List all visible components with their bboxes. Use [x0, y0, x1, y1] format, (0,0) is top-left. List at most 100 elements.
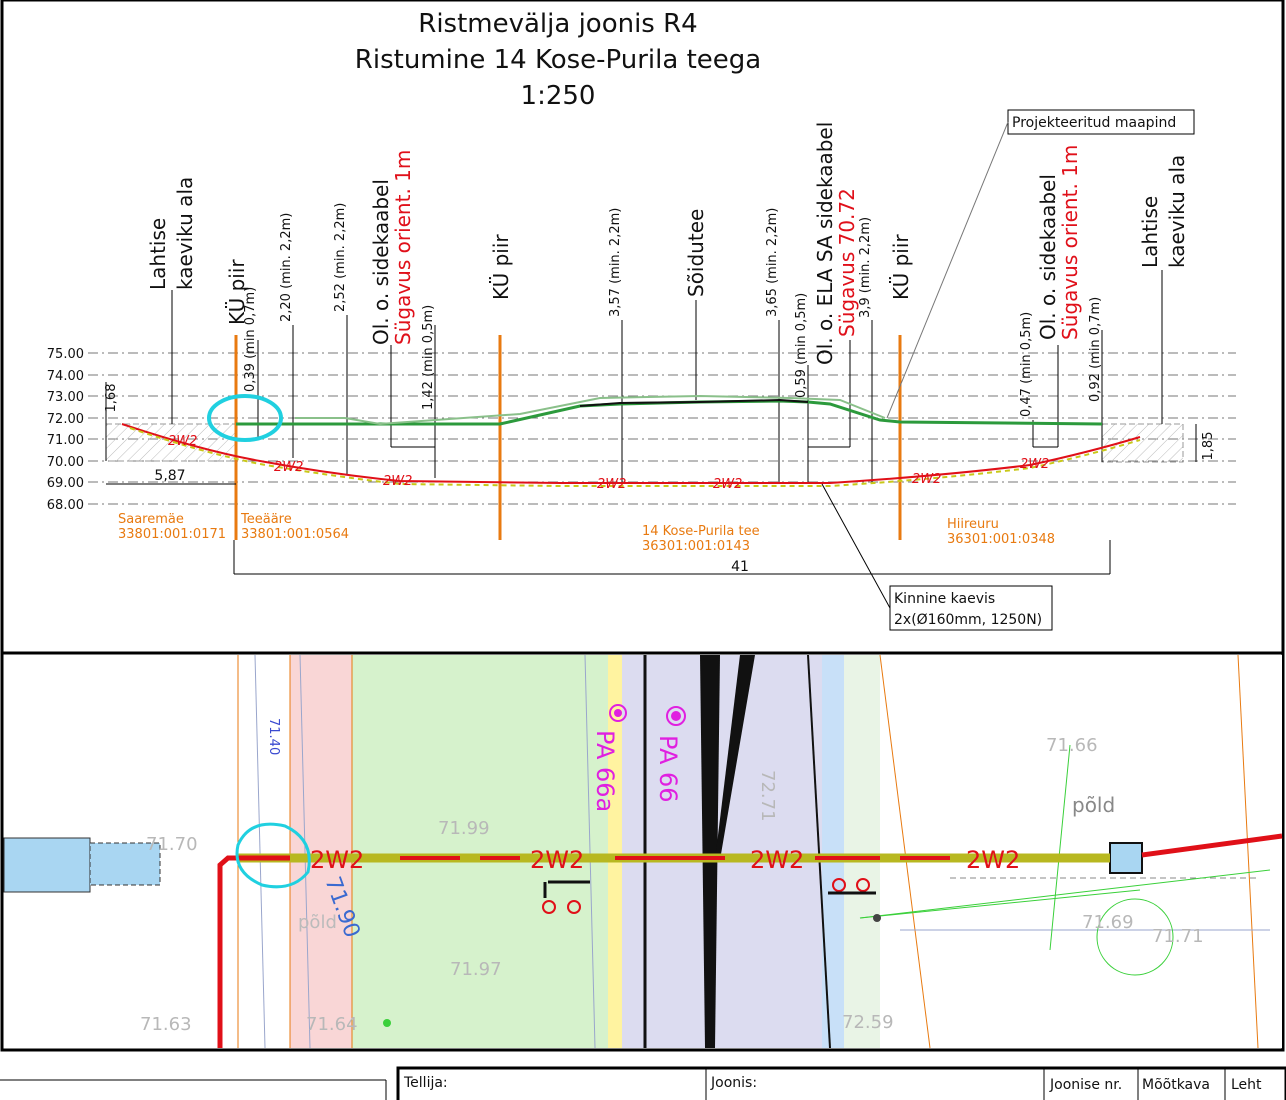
title-block-joonise-nr: Joonise nr. — [1049, 1077, 1122, 1093]
pipe-label: 2W2 — [713, 477, 742, 492]
pipe-label: 2W2 — [597, 477, 626, 492]
parcel-name: Hiireuru — [947, 517, 999, 532]
drawing-frame — [0, 0, 1285, 1052]
title-block: Tellija: Joonis: Joonise nr. Mõõtkava Le… — [0, 1066, 1286, 1100]
map-elevation: 72.59 — [842, 1012, 894, 1033]
callout-projected-box — [1007, 109, 1195, 135]
parcel-name: 14 Kose-Purila tee — [642, 524, 760, 539]
label-ku-piir-1: KÜ piir — [225, 259, 249, 325]
map-pold-right: põld — [1072, 793, 1115, 817]
label-depth-059: 0,59 (min 0,5m) — [794, 293, 809, 398]
label-lahtise-left-2: kaeviku ala — [173, 177, 197, 290]
label-sidekaabel-right: Ol. o. sidekaabel — [1036, 174, 1060, 340]
pipe-label: 2W2 — [383, 474, 412, 489]
map-elevation: 71.97 — [450, 959, 502, 980]
callout-kinnine-leader — [821, 483, 891, 609]
label-lahtise-left-1: Lahtise — [146, 218, 170, 290]
pipe-label: 2W2 — [168, 434, 197, 449]
y-tick-label: 70.00 — [47, 455, 84, 470]
y-tick-label: 72.00 — [47, 412, 84, 427]
map-pold-left: põld — [298, 912, 337, 933]
parcel-id: 36301:001:0348 — [947, 532, 1055, 547]
callout-kinnine-line1: Kinnine kaevis — [894, 591, 995, 607]
y-tick-label: 74.00 — [47, 369, 84, 384]
map-elevation: 71.71 — [1152, 926, 1204, 947]
label-sugavus-7072: Sügavus 70.72 — [835, 188, 859, 337]
y-tick-label: 71.00 — [47, 433, 84, 448]
map-elevation: 71.63 — [140, 1014, 192, 1035]
label-depth-365: 3,65 (min. 2,2m) — [765, 208, 780, 317]
parcel-labels: Saaremäe 33801:001:0171 Teeääre 33801:00… — [118, 512, 1055, 554]
pipe-label: 2W2 — [1020, 457, 1049, 472]
parcel-name: Saaremäe — [118, 512, 184, 527]
label-depth-142: 1,42 (min 0,5m) — [421, 305, 436, 410]
label-depth-092: 0,92 (min 0,7m) — [1088, 297, 1103, 402]
plan-map: 2W2 2W2 2W2 2W2 PA 66a PA 66 71.66 — [3, 654, 1283, 1049]
highlight-circle-profile — [207, 394, 283, 442]
vertical-labels: Lahtise kaeviku ala KÜ piir 0,39 (min 0,… — [146, 122, 1189, 417]
leader-lines — [171, 270, 1163, 482]
label-sidekaabel-left: Ol. o. sidekaabel — [369, 179, 393, 345]
map-elevation: 71.66 — [1046, 735, 1098, 756]
open-trench-right — [1101, 423, 1184, 463]
callout-projected-text: Projekteeritud maapind — [1012, 115, 1176, 131]
title-scale: 1:250 — [521, 81, 596, 111]
label-depth-039: 0,39 (min 0,7m) — [243, 287, 258, 392]
pipe-labels-profile: 2W2 2W2 2W2 2W2 2W2 2W2 2W2 — [168, 434, 1049, 492]
dimension-168: 1,68 — [104, 384, 119, 413]
pipe-label: 2W2 — [274, 460, 303, 475]
road-surface-line — [579, 398, 809, 407]
label-ku-piir-2: KÜ piir — [489, 234, 513, 300]
label-depth-39: 3,9 (min. 2,2m) — [858, 217, 873, 318]
label-depth-357: 3,57 (min. 2,2m) — [608, 208, 623, 317]
map-elevation: 71.99 — [438, 818, 490, 839]
dimension-41: 41 — [731, 559, 749, 575]
map-elevation: 71.70 — [146, 834, 198, 855]
label-depth-047: 0,47 (min 0,5m) — [1019, 312, 1034, 417]
map-pa66: PA 66 — [654, 735, 682, 803]
map-pa66a: PA 66a — [591, 730, 619, 812]
label-sugavus-right: Sügavus orient. 1m — [1058, 145, 1082, 340]
map-elevation: 71.69 — [1082, 912, 1134, 933]
title-block-tellija: Tellija: — [403, 1075, 448, 1091]
profile-grid: 75.00 74.00 73.00 72.00 71.00 70.00 69.0… — [47, 347, 1236, 513]
title-line-1: Ristmevälja joonis R4 — [418, 9, 697, 39]
parcel-name: Teeääre — [240, 512, 292, 527]
map-elevation: 72.71 — [757, 770, 778, 822]
title-line-2: Ristumine 14 Kose-Purila teega — [355, 45, 761, 75]
map-pipe-label: 2W2 — [310, 846, 364, 874]
pipe-label: 2W2 — [912, 472, 941, 487]
pipe-profile — [121, 423, 1141, 484]
pipe-profile-outline — [129, 427, 1141, 487]
map-pipe-label: 2W2 — [966, 846, 1020, 874]
label-depth-220: 2,20 (min. 2,2m) — [279, 213, 294, 322]
callout-kinnine-line2: 2x(Ø160mm, 1250N) — [894, 612, 1042, 628]
y-tick-label: 75.00 — [47, 347, 84, 362]
title-block-joonis: Joonis: — [710, 1075, 757, 1091]
parcel-id: 33801:001:0171 — [118, 527, 226, 542]
label-depth-252: 2,52 (min. 2,2m) — [333, 203, 348, 312]
label-sugavus-left: Sügavus orient. 1m — [391, 150, 415, 345]
projected-ground-line — [236, 399, 1103, 426]
dimension-185: 1,85 — [1201, 432, 1216, 461]
map-pipe-label: 2W2 — [750, 846, 804, 874]
label-ela-sidekaabel: Ol. o. ELA SA sidekaabel — [813, 122, 837, 365]
title-block-leht: Leht — [1231, 1077, 1262, 1093]
map-elevation: 71.64 — [306, 1014, 358, 1035]
label-ku-piir-3: KÜ piir — [889, 234, 913, 300]
map-elevation: 71.40 — [266, 718, 281, 755]
highlight-circle-map — [235, 822, 311, 889]
callout-projected-leader — [886, 121, 1009, 419]
y-tick-label: 73.00 — [47, 390, 84, 405]
dimension-lines — [105, 382, 1197, 575]
label-lahtise-right-1: Lahtise — [1138, 196, 1162, 268]
map-pipe-label: 2W2 — [530, 846, 584, 874]
title-block-mootkava: Mõõtkava — [1142, 1077, 1210, 1093]
existing-ground-line — [295, 394, 886, 426]
label-lahtise-right-2: kaeviku ala — [1165, 155, 1189, 268]
label-soidutee: Sõidutee — [684, 209, 708, 297]
parcel-id: 36301:001:0143 — [642, 539, 750, 554]
y-tick-label: 68.00 — [47, 498, 84, 513]
parcel-id: 33801:001:0564 — [241, 527, 349, 542]
